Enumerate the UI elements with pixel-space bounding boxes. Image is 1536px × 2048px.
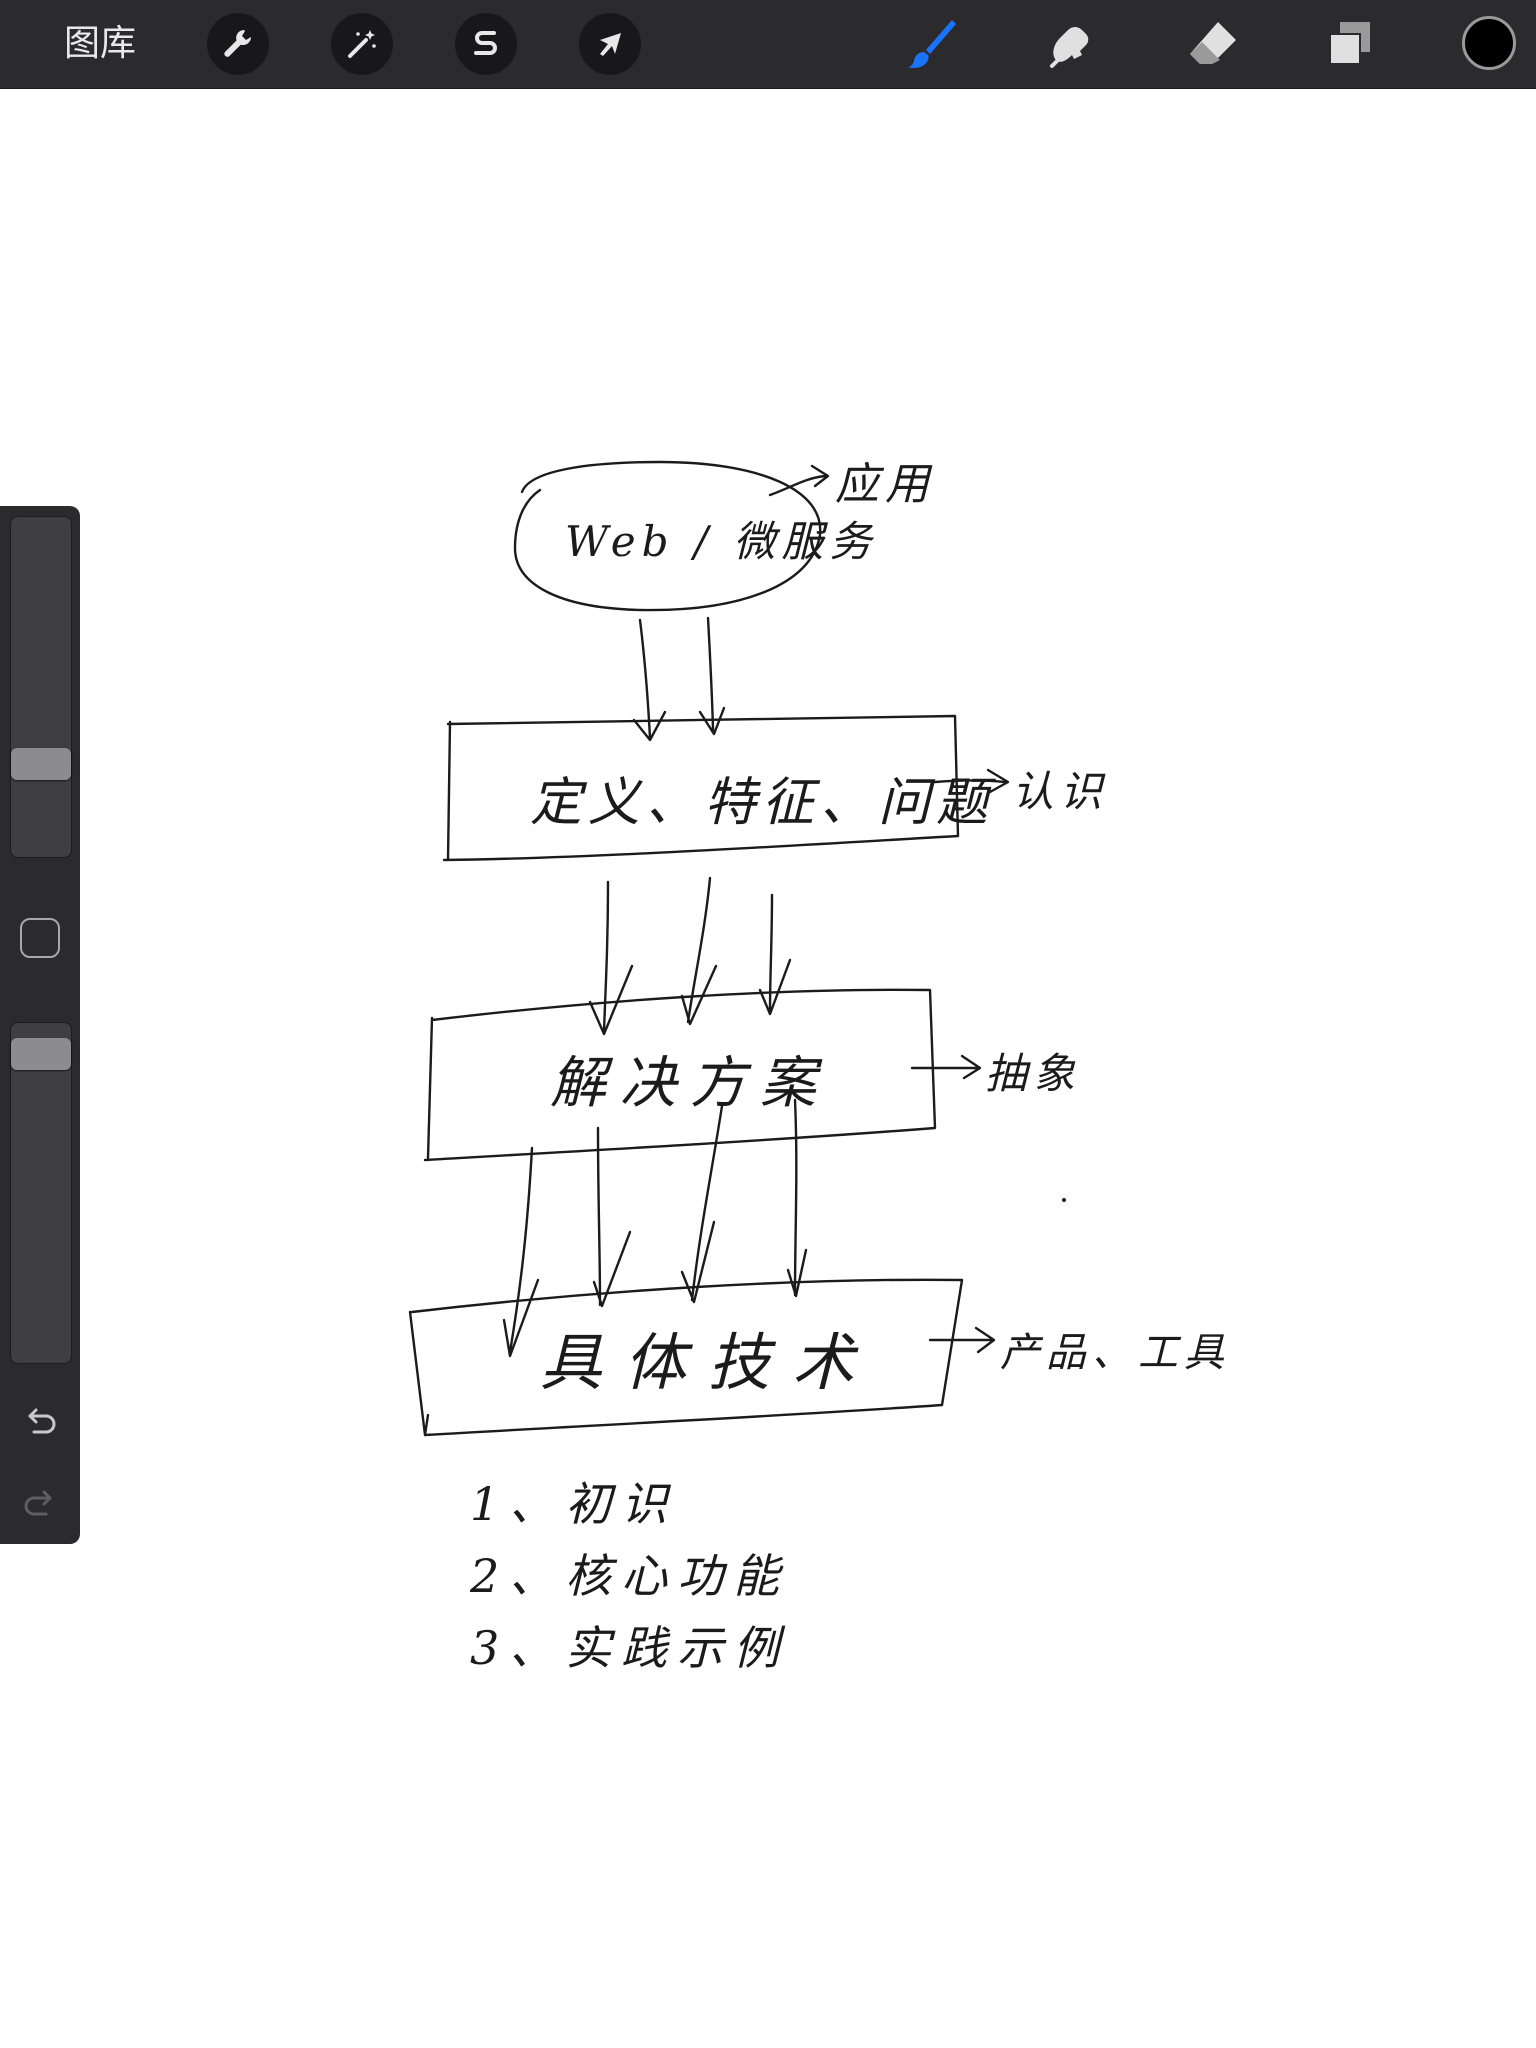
top-node-label: Web / 微服务 — [565, 517, 878, 566]
eraser-icon — [1190, 22, 1236, 64]
left-sidebar — [0, 506, 80, 1544]
list-item-1: 1、初识 — [470, 1477, 678, 1531]
color-picker-button[interactable] — [1462, 16, 1516, 70]
brush-icon — [908, 20, 956, 68]
smudge-icon — [1050, 27, 1089, 68]
gallery-button[interactable]: 图库 — [64, 23, 137, 64]
selection-s-icon — [474, 31, 497, 55]
modify-button[interactable] — [20, 918, 60, 958]
box1-note-label: 认识 — [1012, 767, 1109, 816]
selection-button[interactable] — [455, 13, 517, 75]
wrench-icon — [224, 30, 252, 57]
brush-size-thumb[interactable] — [11, 748, 71, 780]
opacity-thumb[interactable] — [11, 1038, 71, 1071]
eraser-tool-button[interactable] — [1182, 14, 1242, 74]
list-item-3: 3、实践示例 — [470, 1621, 790, 1675]
box2-note-label: 抽象 — [985, 1049, 1082, 1098]
brush-tool-button[interactable] — [902, 14, 962, 74]
brush-size-slider[interactable] — [10, 516, 72, 858]
list-item-2: 2、核心功能 — [470, 1549, 790, 1603]
box2-label: 解决方案 — [550, 1051, 830, 1116]
box1-label: 定义、特征、问题 — [530, 773, 995, 833]
layers-button[interactable] — [1320, 14, 1380, 74]
top-toolbar: 图库 — [0, 0, 1536, 89]
magic-wand-icon — [348, 30, 376, 58]
box3-label: 具体技术 — [540, 1326, 877, 1399]
actions-button[interactable] — [207, 13, 269, 75]
smudge-tool-button[interactable] — [1040, 14, 1100, 74]
opacity-slider[interactable] — [10, 1022, 72, 1364]
box3-note-label: 产品、工具 — [1000, 1330, 1230, 1376]
adjustments-button[interactable] — [331, 13, 393, 75]
undo-icon — [28, 1408, 56, 1434]
top-note-label: 应用 — [835, 459, 935, 510]
arrow-cursor-icon — [600, 33, 621, 56]
undo-button[interactable] — [18, 1400, 62, 1444]
redo-button[interactable] — [18, 1482, 62, 1526]
transform-button[interactable] — [579, 13, 641, 75]
redo-icon — [24, 1490, 52, 1516]
layers-icon — [1329, 22, 1370, 65]
